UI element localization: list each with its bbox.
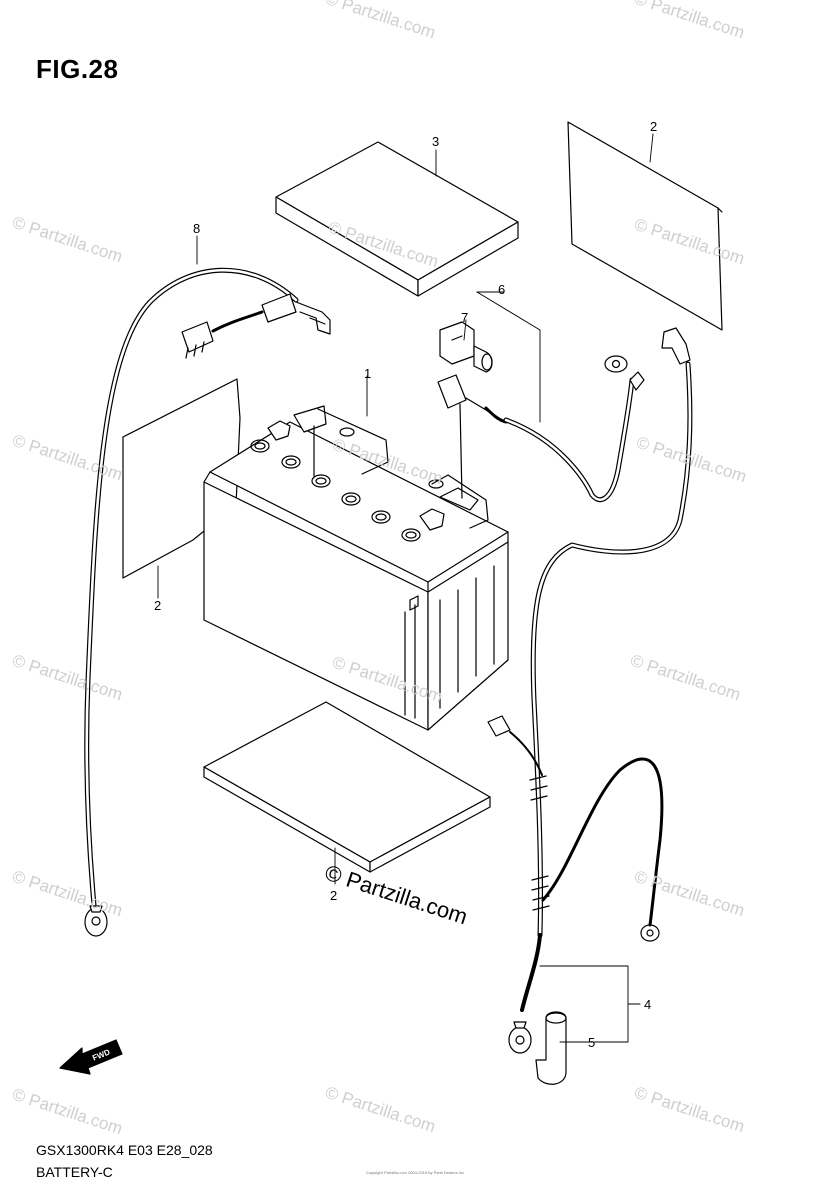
leader-lines xyxy=(157,133,654,1043)
callout-1: 1 xyxy=(364,366,371,381)
callout-2-left: 2 xyxy=(154,598,161,613)
pad-top-part[interactable] xyxy=(275,141,519,297)
callout-5: 5 xyxy=(588,1035,595,1050)
figure-name: BATTERY-C xyxy=(36,1164,113,1180)
cable-set-part[interactable] xyxy=(487,327,693,1085)
callout-8: 8 xyxy=(193,221,200,236)
callout-7: 7 xyxy=(461,310,468,325)
callout-2-bottom: 2 xyxy=(330,888,337,903)
callout-6: 6 xyxy=(498,282,505,297)
callout-4: 4 xyxy=(644,997,651,1012)
battery-part[interactable] xyxy=(203,403,509,731)
figure-code: GSX1300RK4 E03 E28_028 xyxy=(36,1142,213,1158)
callout-2-right: 2 xyxy=(650,119,657,134)
figure-title: FIG.28 xyxy=(36,54,119,84)
lead-wire-part[interactable] xyxy=(84,267,331,937)
fwd-arrow-icon xyxy=(59,1039,123,1075)
copyright-notice: Copyright Partzilla.com 2004-2016 by Par… xyxy=(365,1170,465,1175)
pad-side-right-part[interactable] xyxy=(567,121,723,331)
pad-bottom-part[interactable] xyxy=(203,701,491,873)
callout-3: 3 xyxy=(432,134,439,149)
terminal-set-part[interactable] xyxy=(437,321,645,503)
